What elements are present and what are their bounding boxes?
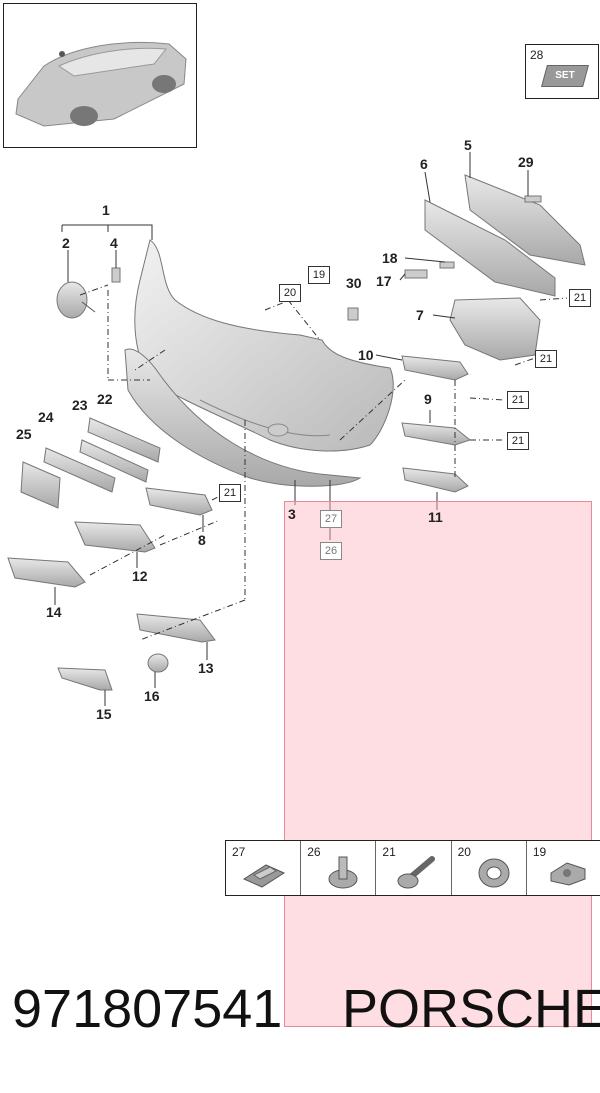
part-16 [147, 653, 169, 673]
fastener-cell-26: 26 [301, 841, 377, 895]
plate-24 [43, 447, 116, 493]
callout-6: 6 [420, 156, 428, 172]
clip-icon [242, 864, 286, 888]
callout-11: 11 [428, 509, 443, 525]
fastener-number: 27 [232, 845, 246, 859]
callout-24: 24 [38, 409, 54, 425]
fastener-cell-21: 21 [376, 841, 452, 895]
callout-15: 15 [96, 706, 112, 722]
trim-12 [74, 521, 156, 553]
trim-15 [57, 667, 113, 691]
fastener-cell-20: 20 [452, 841, 527, 895]
plate-22 [87, 417, 161, 463]
parts-diagram [7, 152, 586, 706]
grille-lower [402, 467, 469, 493]
callout-10: 10 [358, 347, 374, 363]
expansion-rivet-icon [328, 856, 358, 889]
set-box: 28 SET [525, 44, 599, 99]
tow-hook-cover [56, 281, 88, 319]
callout-25: 25 [16, 426, 32, 442]
boxed-callout-20: 20 [279, 284, 301, 302]
car-silhouette-icon [15, 42, 187, 127]
callout-30: 30 [346, 275, 362, 291]
set-label: SET [555, 70, 575, 81]
callout-18: 18 [382, 250, 398, 266]
boxed-callout-19: 19 [308, 266, 330, 284]
clip-nut-icon [550, 862, 586, 886]
callout-16: 16 [144, 688, 160, 704]
boxed-callout-21-e: 21 [219, 484, 241, 502]
boxed-callout-21-c: 21 [507, 391, 529, 409]
callout-2: 2 [62, 235, 70, 251]
callout-8: 8 [198, 532, 206, 548]
callout-7: 7 [416, 307, 424, 323]
fastener-cell-27: 27 [226, 841, 302, 895]
fastener-number: 21 [382, 845, 396, 859]
trim-14 [7, 557, 86, 588]
callout-29: 29 [518, 154, 534, 170]
fastener-strip: 27 26 21 20 19 [225, 840, 600, 896]
callout-22: 22 [97, 391, 113, 407]
callout-14: 14 [46, 604, 62, 620]
grille-middle [401, 422, 472, 446]
fastener-number: 20 [457, 845, 471, 859]
bumper-carrier-upper [464, 174, 586, 266]
brand-name: PORSCHE [342, 979, 600, 1039]
grille-8 [145, 487, 213, 516]
bumper-carrier-lower [424, 199, 556, 297]
set-box-number: 28 [530, 48, 544, 62]
vehicle-thumbnail [3, 3, 197, 148]
boxed-callout-26: 26 [320, 542, 342, 560]
plate-25 [20, 461, 61, 509]
mounting-frame [449, 297, 541, 361]
fastener-number: 26 [307, 845, 321, 859]
nut-icon [478, 858, 510, 888]
callout-4: 4 [110, 235, 118, 251]
callout-12: 12 [132, 568, 148, 584]
fastener-cell-19: 19 [527, 841, 600, 895]
callout-17: 17 [376, 273, 392, 289]
boxed-callout-21-a: 21 [569, 289, 591, 307]
boxed-callout-27: 27 [320, 510, 342, 528]
trim-13 [136, 613, 216, 643]
callout-9: 9 [424, 391, 432, 407]
screw-icon [397, 856, 436, 889]
grille-upper [401, 355, 469, 381]
set-package-icon: SET [541, 65, 589, 87]
highlighted-part-area [284, 501, 592, 1027]
callout-1: 1 [102, 202, 110, 218]
callout-13: 13 [198, 660, 214, 676]
fastener-number: 19 [532, 845, 547, 859]
lower-spoiler [124, 348, 362, 487]
callout-3: 3 [288, 506, 296, 522]
plate-23 [79, 439, 149, 483]
boxed-callout-21-b: 21 [535, 350, 557, 368]
boxed-callout-21-d: 21 [507, 432, 529, 450]
part-number: 971807541 [12, 979, 283, 1039]
callout-5: 5 [464, 137, 472, 153]
callout-23: 23 [72, 397, 88, 413]
